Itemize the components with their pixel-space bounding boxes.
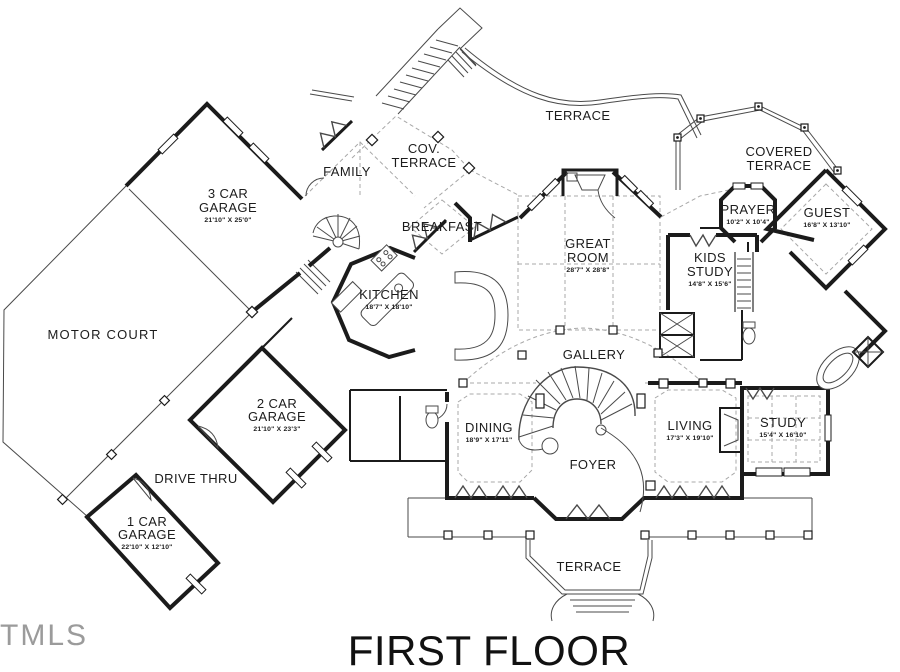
label-garage3-1: 3 CAR	[208, 186, 248, 201]
label-guest: GUEST	[804, 205, 851, 220]
label-drive-thru: DRIVE THRU	[154, 471, 237, 486]
label-gallery: GALLERY	[563, 347, 626, 362]
dims-garage2: 21'10" X 23'3"	[253, 426, 300, 433]
label-great-room-1: GREAT	[565, 236, 611, 251]
label-garage3-2: GARAGE	[199, 200, 257, 215]
label-dining: DINING	[465, 420, 513, 435]
fixtures	[330, 244, 885, 429]
dims-garage1: 22'10" X 12'10"	[121, 544, 172, 551]
dims-study: 15'4" X 16'10"	[759, 432, 806, 439]
label-kitchen: KITCHEN	[359, 287, 419, 302]
stairs	[312, 214, 645, 513]
dims-prayer: 10'2" X 10'4"	[726, 219, 769, 226]
page-title: FIRST FLOOR	[348, 627, 630, 672]
label-family: FAMILY	[323, 164, 371, 179]
label-foyer: FOYER	[570, 457, 617, 472]
label-breakfast: BREAKFAST	[402, 219, 482, 234]
label-garage1-1: 1 CAR	[127, 514, 167, 529]
dims-great-room: 28'7" X 28'8"	[566, 267, 609, 274]
label-covered-terrace-1: COVERED	[745, 144, 812, 159]
label-garage2-2: GARAGE	[248, 409, 306, 424]
dims-kitchen: 18'7" X 18'10"	[365, 304, 412, 311]
thin-outlines	[2, 7, 841, 622]
label-covered-terrace-2: TERRACE	[747, 158, 812, 173]
column-markers	[56, 102, 842, 540]
dims-living: 17'3" X 19'10"	[666, 435, 713, 442]
label-great-room-2: ROOM	[567, 250, 609, 265]
label-garage1-2: GARAGE	[118, 527, 176, 542]
label-terrace-top: TERRACE	[546, 108, 611, 123]
label-motor-court: MOTOR COURT	[48, 327, 159, 342]
dims-kids-study: 14'8" X 15'6"	[688, 281, 731, 288]
label-cov-terrace-2: TERRACE	[392, 155, 457, 170]
label-kids-study-2: STUDY	[687, 264, 733, 279]
dashed-ceiling-lines	[304, 115, 873, 483]
label-cov-terrace-1: COV.	[408, 141, 440, 156]
label-kids-study-1: KIDS	[694, 250, 726, 265]
dims-garage3: 21'10" X 25'0"	[204, 217, 251, 224]
label-living: LIVING	[667, 418, 712, 433]
label-prayer: PRAYER	[721, 202, 776, 217]
dims-dining: 18'9" X 17'11"	[466, 437, 513, 444]
label-study: STUDY	[760, 415, 806, 430]
label-garage2-1: 2 CAR	[257, 396, 297, 411]
watermark-text: TMLS	[0, 619, 88, 652]
windows-and-doors	[132, 116, 869, 595]
room-labels: TERRACE COV. TERRACE FAMILY 3 CAR GARAGE…	[48, 108, 851, 574]
label-terrace-bottom: TERRACE	[557, 559, 622, 574]
dims-guest: 16'8" X 13'10"	[803, 222, 850, 229]
